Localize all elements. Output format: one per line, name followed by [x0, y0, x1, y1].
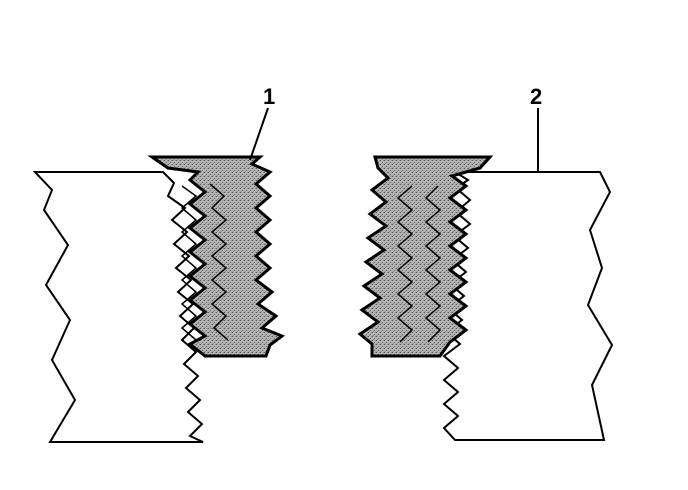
left-housing	[32, 171, 204, 443]
right-housing	[442, 171, 614, 441]
callout-2-label: 2	[530, 84, 542, 109]
left-housing-outline	[32, 171, 204, 443]
insert-left	[147, 155, 286, 358]
insert-left-thread-lines	[180, 185, 198, 341]
insert-right	[357, 155, 494, 358]
insert-left-crest-lines	[209, 183, 229, 341]
insert-right-crest-lines	[396, 185, 414, 343]
insert-left-body	[147, 155, 286, 358]
insert-right-body	[357, 155, 494, 358]
callout-1-label: 1	[263, 84, 275, 109]
insert-right-thread-lines	[424, 185, 442, 343]
leader-line-1	[249, 107, 269, 161]
right-housing-outline	[442, 171, 614, 441]
